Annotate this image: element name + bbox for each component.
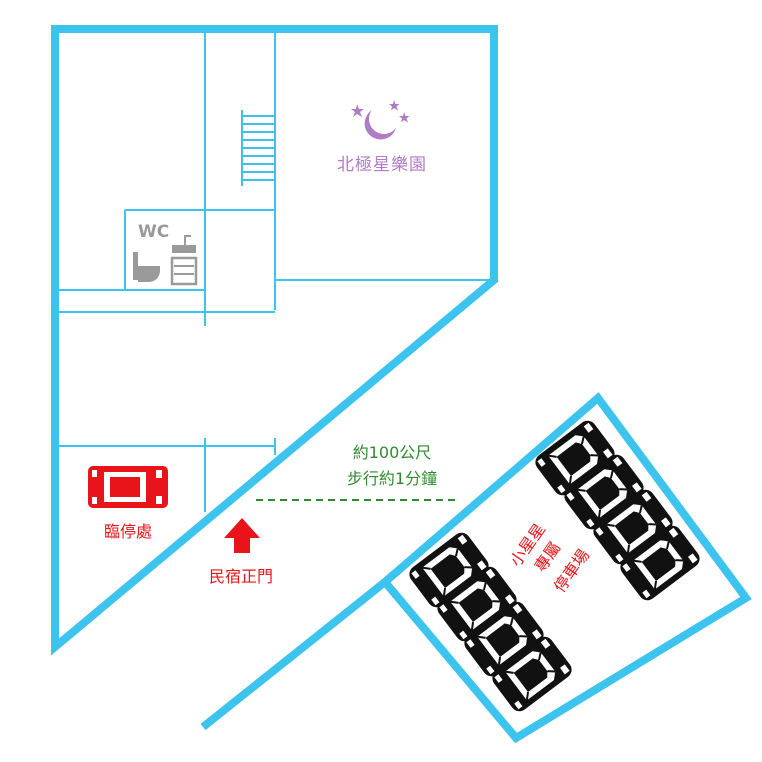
walk-distance-line2: 步行約1分鐘 <box>347 469 437 488</box>
red-up-arrow-icon <box>224 518 260 553</box>
wc-label: WC <box>138 222 169 242</box>
entrance-label: 民宿正門 <box>209 567 273 586</box>
parking-lot-outline <box>379 392 752 744</box>
street-line <box>200 578 388 731</box>
walk-distance-line1: 約100公尺 <box>353 443 432 462</box>
toilet-sink-icon <box>133 235 198 286</box>
stairs <box>241 110 276 186</box>
temporary-parking-label: 臨停處 <box>104 522 152 541</box>
interior-walls <box>55 29 494 512</box>
red-car-icon <box>88 466 168 508</box>
moon-stars-icon <box>351 100 410 140</box>
park-name: 北極星樂園 <box>337 155 427 175</box>
